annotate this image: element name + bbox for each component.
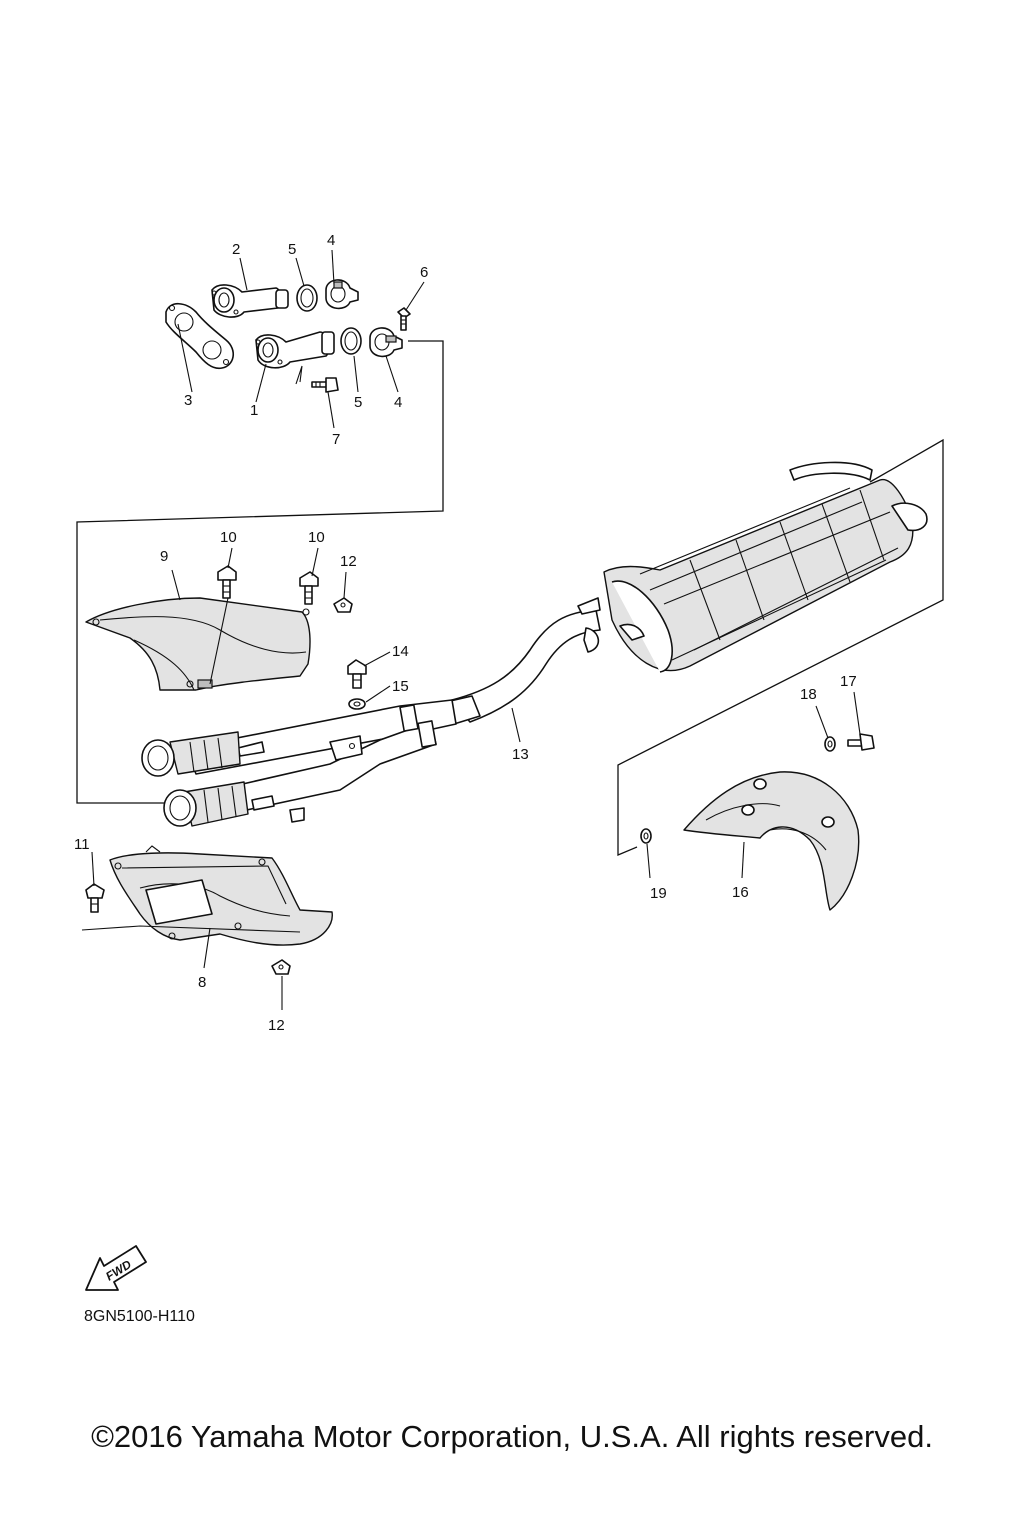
gasket-part-5-upper	[296, 284, 318, 312]
copyright-notice: ©2016 Yamaha Motor Corporation, U.S.A. A…	[91, 1419, 933, 1454]
callout-6: 6	[420, 264, 428, 281]
callout-10-right: 10	[308, 529, 325, 546]
washer-part-19	[640, 828, 652, 844]
callout-10-left: 10	[220, 529, 237, 546]
bolt-part-10-right	[299, 571, 319, 605]
gasket-part-5-lower	[340, 327, 362, 355]
heat-protector-part-9	[85, 597, 311, 691]
exhaust-pipe-part-1	[255, 331, 335, 369]
callout-4-upper: 4	[327, 232, 335, 249]
callout-1: 1	[250, 402, 258, 419]
skid-plate-part-8	[109, 845, 333, 946]
callout-12-upper: 12	[340, 553, 357, 570]
callout-4-lower: 4	[394, 394, 402, 411]
bolt-part-11	[85, 883, 105, 913]
bolt-part-14	[347, 659, 367, 689]
callout-labels: 1 2 3 4 4 5 5 6 7 8 9 10 10 11 12 12 13 …	[74, 232, 857, 1034]
exhaust-pipe-part-13	[141, 609, 601, 827]
clip-part-12-upper	[333, 597, 353, 613]
gasket-part-3	[165, 302, 234, 370]
muffler-protector-part-16	[683, 771, 860, 911]
callout-19: 19	[650, 885, 667, 902]
callout-7: 7	[332, 431, 340, 448]
callout-8: 8	[198, 974, 206, 991]
callout-12-lower: 12	[268, 1017, 285, 1034]
bolt-part-6	[397, 307, 411, 331]
bolt-part-17	[847, 733, 875, 751]
callout-15: 15	[392, 678, 409, 695]
callout-16: 16	[732, 884, 749, 901]
clamp-part-4-upper	[325, 279, 359, 310]
exhaust-pipe-part-2	[211, 284, 289, 318]
diagram-code: 8GN5100-H110	[84, 1308, 195, 1325]
clip-part-12-lower	[271, 959, 291, 975]
callout-5-lower: 5	[354, 394, 362, 411]
muffler-group-frame	[617, 438, 944, 856]
leader-lines	[81, 249, 861, 1010]
callout-9: 9	[160, 548, 168, 565]
bolt-part-10-left	[217, 565, 237, 599]
callout-11: 11	[74, 836, 90, 853]
callout-3: 3	[184, 392, 192, 409]
upper-group-frame	[76, 340, 444, 804]
washer-part-18	[824, 736, 836, 752]
muffler-body	[577, 461, 928, 673]
fwd-arrow-icon: FWD	[85, 1245, 147, 1291]
washer-part-15	[348, 698, 366, 710]
clamp-part-4-lower	[369, 327, 403, 358]
callout-5-upper: 5	[288, 241, 296, 258]
callout-2: 2	[232, 241, 240, 258]
callout-18: 18	[800, 686, 817, 703]
callout-14: 14	[392, 643, 409, 660]
callout-17: 17	[840, 673, 857, 690]
bolt-part-7	[311, 377, 339, 393]
callout-13: 13	[512, 746, 529, 763]
